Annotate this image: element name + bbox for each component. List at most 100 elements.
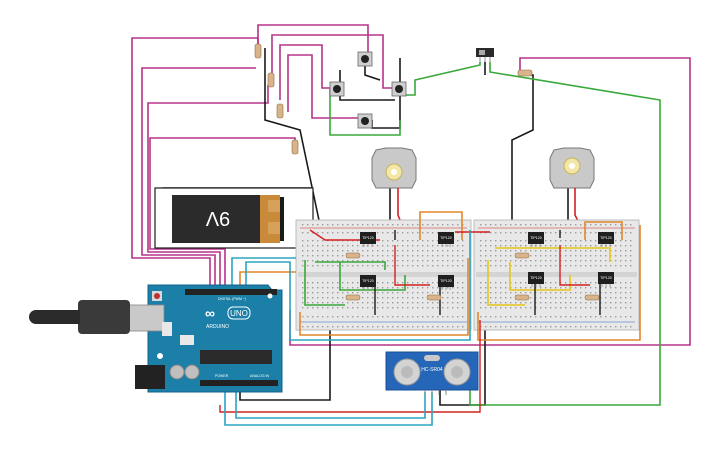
breadboard-hole [327,265,329,267]
breadboard-hole [317,260,319,262]
breadboard-hole [500,287,502,289]
breadboard-hole [337,302,339,304]
breadboard-hole [412,292,414,294]
breadboard-hole [520,307,522,309]
orange-wires [239,211,641,341]
breadboard-hole [302,255,304,257]
motor-right [549,147,595,189]
breadboard-hole [565,326,567,328]
breadboard-hole [590,265,592,267]
breadboard-hole [412,307,414,309]
breadboard-hole [312,326,314,328]
breadboard-hole [387,297,389,299]
breadboard-hole [307,240,309,242]
breadboard-hole [585,250,587,252]
breadboard-hole [377,245,379,247]
breadboard-hole [485,245,487,247]
breadboard-hole [327,232,329,234]
breadboard-hole [560,287,562,289]
breadboard-hole [327,255,329,257]
breadboard-hole [610,316,612,318]
breadboard-hole [605,302,607,304]
breadboard-hole [427,282,429,284]
breadboard-hole [402,307,404,309]
breadboard-hole [610,297,612,299]
breadboard-hole [427,245,429,247]
breadboard-hole [630,240,632,242]
breadboard-hole [485,297,487,299]
breadboard-hole [437,316,439,318]
breadboard-hole [322,232,324,234]
breadboard-hole [312,282,314,284]
breadboard-hole [555,302,557,304]
breadboard-hole [550,282,552,284]
breadboard-hole [570,245,572,247]
breadboard-hole [327,302,329,304]
breadboard-hole [357,302,359,304]
breadboard-hole [530,250,532,252]
breadboard-hole [327,250,329,252]
breadboard-hole [565,282,567,284]
breadboard-hole [407,287,409,289]
breadboard-hole [417,265,419,267]
breadboard-hole [332,292,334,294]
breadboard-hole [337,326,339,328]
breadboard-hole [630,250,632,252]
breadboard-hole [462,265,464,267]
breadboard-hole [535,316,537,318]
breadboard-hole [352,224,354,226]
breadboard-hole [600,265,602,267]
breadboard-hole [342,265,344,267]
breadboard-hole [452,250,454,252]
breadboard-hole [382,282,384,284]
breadboard-right [473,219,640,331]
breadboard-hole [515,260,517,262]
breadboard-hole [485,292,487,294]
breadboard-hole [337,224,339,226]
breadboard-hole [625,255,627,257]
breadboard-hole [377,265,379,267]
breadboard-hole [402,292,404,294]
breadboard-hole [452,297,454,299]
breadboard-hole [407,250,409,252]
breadboard-hole [447,302,449,304]
breadboard-hole [397,255,399,257]
breadboard-hole [407,265,409,267]
breadboard-hole [377,316,379,318]
breadboard-hole [402,260,404,262]
breadboard-hole [575,265,577,267]
breadboard-hole [407,232,409,234]
breadboard-hole [392,245,394,247]
breadboard-hole [595,224,597,226]
breadboard-hole [625,316,627,318]
breadboard-hole [565,255,567,257]
breadboard-hole [570,232,572,234]
breadboard-hole [382,297,384,299]
breadboard-hole [402,316,404,318]
breadboard-hole [500,292,502,294]
breadboard-hole [457,326,459,328]
breadboard-hole [397,250,399,252]
breadboard-hole [317,240,319,242]
breadboard-hole [412,302,414,304]
breadboard-hole [407,240,409,242]
breadboard-hole [427,224,429,226]
breadboard-hole [322,282,324,284]
breadboard-hole [387,240,389,242]
breadboard-hole [317,255,319,257]
breadboard-hole [362,292,364,294]
breadboard-hole [550,240,552,242]
breadboard-hole [580,302,582,304]
breadboard-hole [367,297,369,299]
breadboard-hole [535,326,537,328]
breadboard-hole [302,265,304,267]
breadboard-hole [480,282,482,284]
breadboard-hole [422,287,424,289]
breadboard-hole [362,265,364,267]
breadboard-hole [590,282,592,284]
breadboard-hole [442,302,444,304]
breadboard-hole [530,224,532,226]
breadboard-hole [352,245,354,247]
breadboard-hole [585,316,587,318]
